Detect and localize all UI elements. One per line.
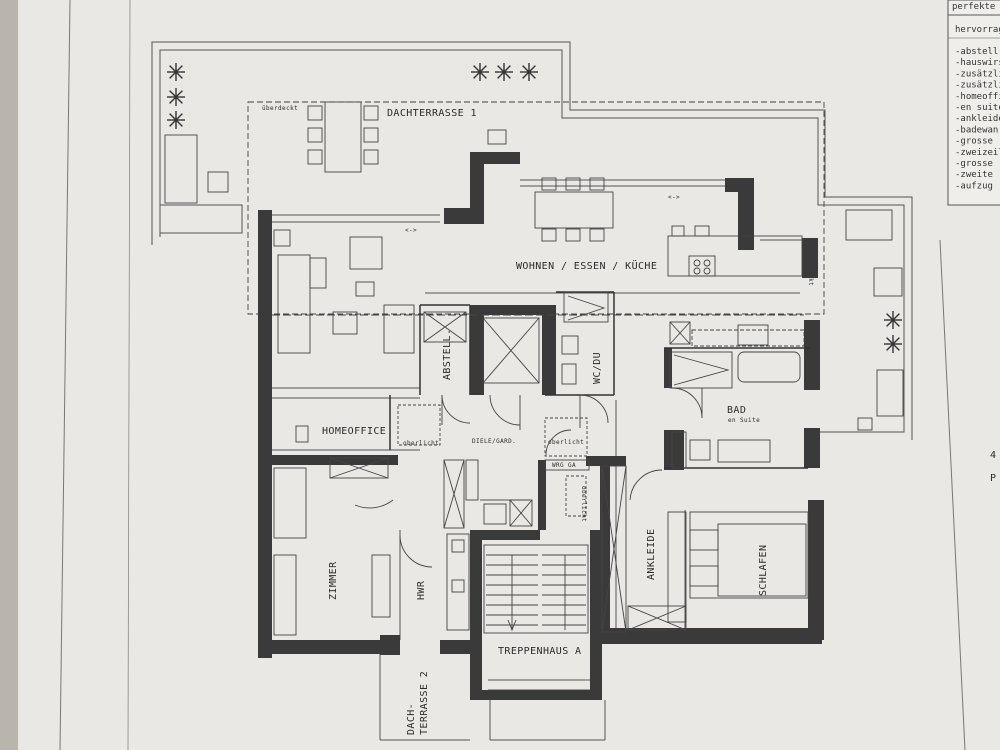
fixtures: [273, 291, 809, 636]
terrace-1-outline: [151, 41, 913, 440]
notes-header: perfekte: [952, 2, 995, 12]
plant-icon: [167, 63, 185, 81]
paper-border-inner: [127, 0, 131, 750]
plant-icon: [520, 63, 538, 81]
label-treppenhaus: TREPPENHAUS A: [498, 646, 581, 657]
label-en-suite: en Suite: [728, 417, 760, 424]
notes-panel: perfekte hervorrag -abstellr-hauswirs-zu…: [947, 0, 1000, 206]
notes-list: -abstellr-hauswirs-zusätzli-zusätzli-hom…: [955, 47, 1000, 191]
staircase: [483, 544, 589, 634]
margin-fragment-1: 4: [990, 450, 996, 461]
terrace-furniture: [164, 101, 904, 431]
notes-subheader: hervorrag: [955, 25, 1000, 35]
walls: [258, 152, 824, 700]
arrow-mark-2: <->: [668, 194, 680, 201]
label-dachterrasse-2b: TERRASSE 2: [419, 671, 430, 735]
notes-item: -aufzug: [955, 181, 993, 191]
plant-icon: [167, 111, 185, 129]
plant-icons: [167, 63, 902, 353]
notes-item: -zweizeil: [955, 148, 1000, 158]
label-wrg: WRG GA: [552, 462, 576, 469]
notes-item: -zusätzli: [955, 81, 1000, 91]
plant-icon: [884, 311, 902, 329]
plant-icon: [471, 63, 489, 81]
living-furniture: [272, 177, 804, 354]
label-schlafen: SCHLAFEN: [758, 545, 769, 596]
plant-icon: [495, 63, 513, 81]
label-zimmer: ZIMMER: [328, 561, 339, 600]
notes-item: -grosse: [955, 137, 993, 147]
notes-item: -en suite: [955, 103, 1000, 113]
notes-item: -abstellr: [955, 47, 1000, 57]
notes-item: -grosse: [955, 159, 993, 169]
covered-label-top: überdeckt: [262, 105, 298, 112]
notes-item: -hauswirs: [955, 58, 1000, 68]
label-ankleide: ANKLEIDE: [646, 529, 657, 580]
paper-border-right: [939, 239, 966, 750]
door-swings: [354, 387, 703, 568]
label-wohnen: WOHNEN / ESSEN / KÜCHE: [516, 259, 657, 272]
notes-item: -zusätzli: [955, 69, 1000, 79]
paper-sheet: [18, 0, 1000, 750]
margin-fragment-2: P: [990, 473, 996, 484]
label-oberlicht-1: oberlicht: [403, 440, 439, 447]
label-wcdu: WC/DU: [592, 352, 603, 384]
paper-border-left: [59, 0, 71, 750]
label-oberlicht-2: oberlicht: [548, 439, 584, 446]
label-abstell: ABSTELL.: [442, 329, 453, 380]
plant-icon: [167, 88, 185, 106]
label-bad: BAD: [727, 405, 746, 416]
label-oberlicht-3: oberlicht: [580, 486, 587, 522]
notes-item: -zweite: [955, 170, 993, 180]
label-hwr: HWR: [416, 580, 427, 600]
label-dachterrasse-2a: DACH-: [406, 703, 417, 735]
notes-item: -homeoffic: [955, 92, 1000, 102]
label-dachterrasse-1: DACHTERRASSE 1: [387, 108, 477, 119]
notes-item: -ankleide: [955, 114, 1000, 124]
notes-item: -badewan: [955, 125, 998, 135]
label-diele: DIELE/GARD.: [472, 438, 516, 445]
plant-icon: [884, 335, 902, 353]
label-homeoffice: HOMEOFFICE: [322, 426, 386, 437]
arrow-mark-1: <->: [405, 227, 417, 234]
